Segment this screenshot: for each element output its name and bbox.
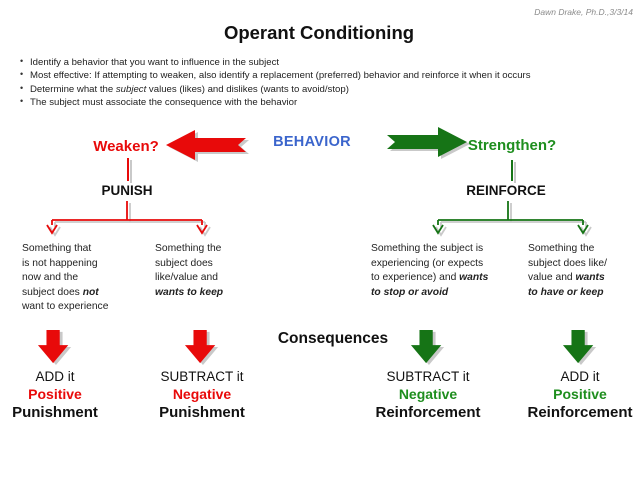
strengthen-connector-line — [511, 160, 513, 181]
desc-line: subject does — [155, 257, 213, 269]
consequence-arrow-icon — [410, 330, 445, 366]
desc-line: value and wants — [528, 272, 605, 284]
consequence-arrow-icon — [184, 330, 219, 366]
behavior-label: BEHAVIOR — [273, 134, 351, 150]
outcome-valence: Positive — [28, 386, 82, 402]
outcome-action: SUBTRACT it — [386, 369, 470, 384]
outcome-column-positive-punishment: ADD it Positive Punishment — [0, 329, 130, 421]
consequences-label: Consequences — [277, 330, 389, 347]
description-negative-reinforcement: Something the subject is experiencing (or… — [371, 242, 488, 300]
bullet-item: The subject must associate the consequen… — [20, 95, 634, 109]
punish-branch-bracket-icon — [46, 201, 211, 237]
desc-line: to have or keep — [528, 286, 604, 298]
weaken-label: Weaken? — [93, 138, 159, 155]
outcome-valence: Negative — [172, 386, 232, 402]
bullet-item: Determine what the subject values (likes… — [20, 82, 634, 96]
punish-label: PUNISH — [101, 183, 153, 198]
strengthen-label: Strengthen? — [467, 137, 557, 154]
desc-line: Something the subject is — [371, 243, 484, 254]
outcome-type: Reinforcement — [375, 404, 481, 421]
intro-bullet-list: Identify a behavior that you want to inf… — [20, 55, 634, 109]
desc-line: to experience) and wants — [371, 272, 489, 284]
outcome-action: SUBTRACT it — [160, 369, 244, 384]
bullet-item: Identify a behavior that you want to inf… — [20, 55, 634, 69]
outcome-action: ADD it — [560, 369, 600, 384]
outcome-type: Punishment — [159, 404, 245, 421]
weaken-connector-line — [127, 158, 129, 181]
desc-line: like/value and — [155, 272, 218, 284]
desc-line: is not happening — [22, 257, 98, 269]
desc-line: Something the — [155, 243, 222, 254]
consequence-arrow-icon — [562, 330, 597, 366]
desc-line: want to experience — [22, 301, 109, 313]
outcome-valence: Positive — [553, 386, 607, 402]
slide-title: Operant Conditioning — [223, 22, 415, 43]
author-credit: Dawn Drake, Ph.D.,3/3/14 — [534, 7, 633, 17]
desc-line: Something the — [528, 243, 595, 254]
consequence-arrow-icon — [37, 330, 72, 366]
outcome-valence: Negative — [398, 386, 458, 402]
outcome-type: Reinforcement — [527, 404, 633, 421]
description-negative-punishment: Something the subject does like/value and w… — [155, 242, 223, 300]
bullet-item: Most effective: If attempting to weaken,… — [20, 68, 634, 82]
reinforce-label: REINFORCE — [466, 183, 546, 198]
desc-line: subject does like/ — [528, 257, 607, 269]
weaken-arrow-icon — [166, 130, 249, 162]
outcome-column-positive-reinforcement: ADD it Positive Reinforcement — [505, 329, 638, 421]
desc-line: experiencing (or expects — [371, 257, 484, 269]
reinforce-branch-bracket-icon — [432, 201, 592, 237]
outcome-type: Punishment — [12, 404, 98, 421]
outcome-action: ADD it — [35, 369, 75, 384]
outcome-column-negative-reinforcement: SUBTRACT it Negative Reinforcement — [353, 329, 503, 421]
desc-line: now and the — [22, 272, 79, 284]
desc-line: to stop or avoid — [371, 286, 449, 298]
description-positive-punishment: Something that is not happening now and th… — [22, 242, 108, 315]
desc-line: Something that — [22, 243, 92, 254]
outcome-column-negative-punishment: SUBTRACT it Negative Punishment — [127, 329, 277, 421]
description-positive-reinforcement: Something the subject does like/value and… — [528, 242, 607, 300]
desc-line: subject does not — [22, 286, 99, 298]
strengthen-arrow-icon — [387, 127, 470, 159]
desc-line: wants to keep — [155, 286, 224, 298]
